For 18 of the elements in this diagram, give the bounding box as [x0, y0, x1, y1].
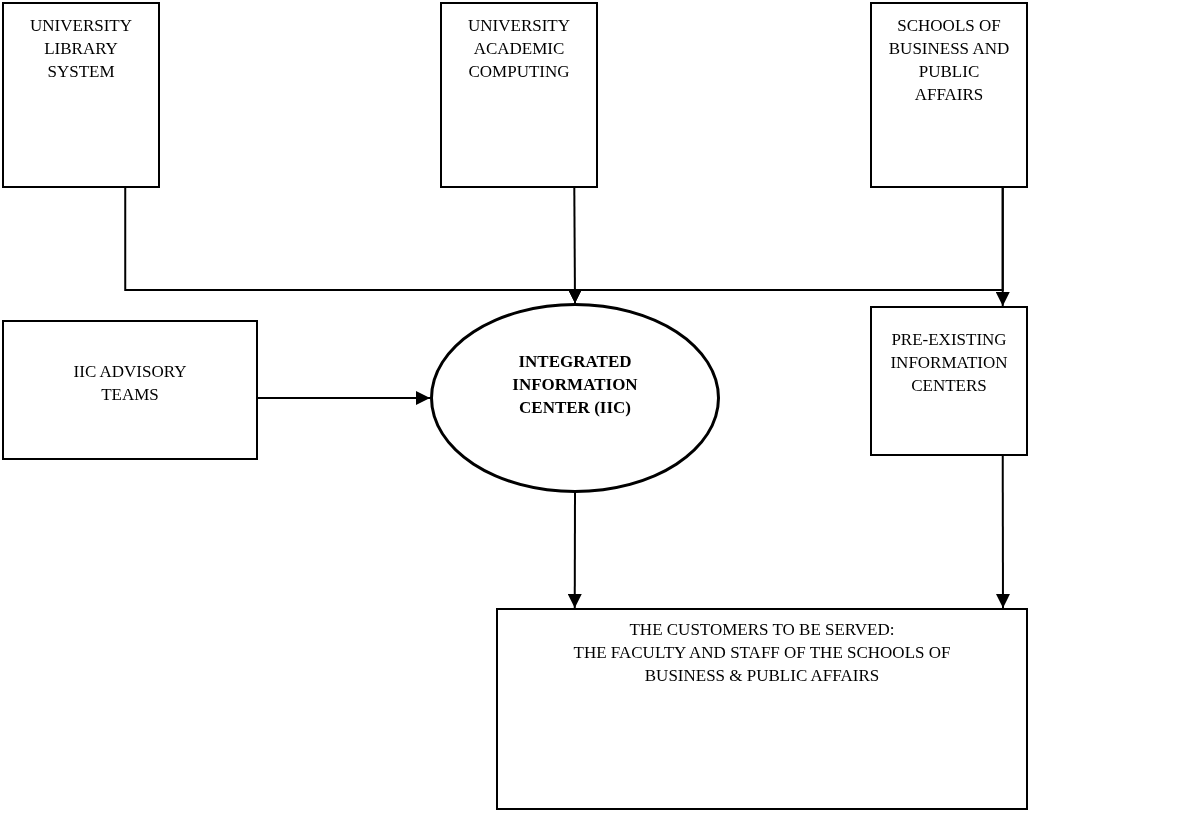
node-label: THE FACULTY AND STAFF OF THE SCHOOLS OF BUSINESS & PUBLIC AFFAIRS — [572, 642, 952, 687]
node-label: PRE-EXISTING INFORMATION CENTERS — [889, 329, 1009, 397]
process-box — [2, 320, 258, 460]
process-box — [870, 2, 1028, 188]
node-label: THE CUSTOMERS TO BE SERVED: — [629, 619, 895, 641]
process-box — [440, 2, 598, 188]
node-label: INTEGRATED INFORMATION CENTER (IIC) — [511, 351, 639, 419]
arrow — [257, 391, 431, 405]
node-label: SCHOOLS OF BUSINESS AND PUBLIC AFFAIRS — [887, 15, 1011, 106]
node-label: IIC ADVISORY TEAMS — [72, 361, 188, 406]
arrow — [567, 492, 582, 609]
process-box — [2, 2, 160, 188]
process-box — [496, 608, 1028, 810]
arrow — [995, 455, 1010, 609]
node-label: UNIVERSITY LIBRARY SYSTEM — [29, 15, 133, 83]
node-label: UNIVERSITY ACADEMIC COMPUTING — [467, 15, 571, 83]
arrow — [995, 187, 1010, 307]
process-box — [870, 306, 1028, 456]
